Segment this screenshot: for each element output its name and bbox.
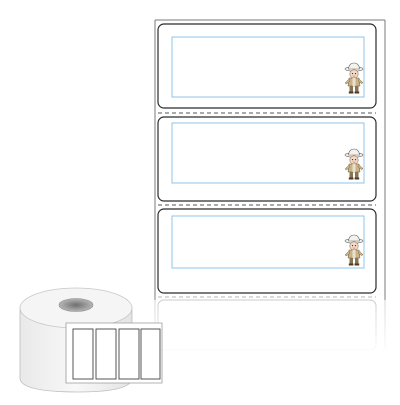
label-liner (154, 19, 386, 300)
roll-label (140, 328, 161, 380)
print-area (171, 122, 365, 184)
label-1 (157, 23, 377, 109)
print-area (171, 215, 365, 269)
roll-label (72, 328, 94, 380)
label-3 (157, 208, 377, 294)
roll-label (118, 328, 140, 380)
roll-label (95, 328, 117, 380)
label-roll (19, 287, 163, 393)
print-area (171, 36, 365, 98)
label-2 (157, 116, 377, 202)
roll-core-hole (58, 298, 94, 312)
